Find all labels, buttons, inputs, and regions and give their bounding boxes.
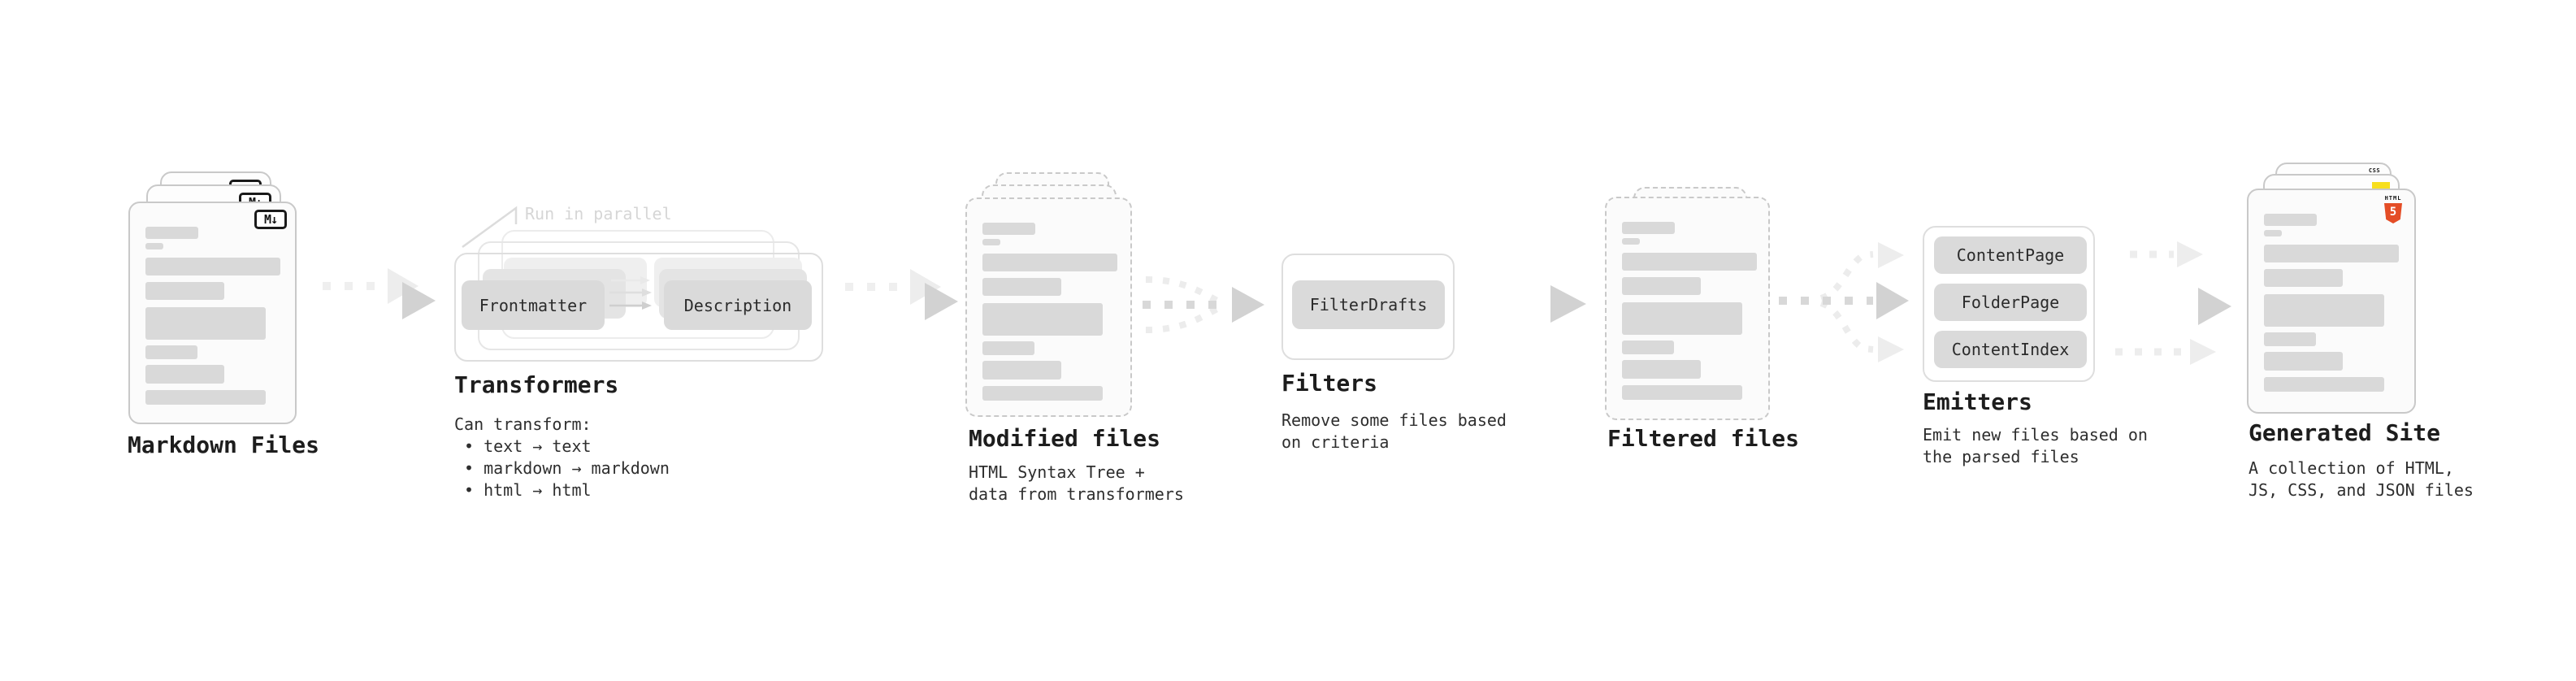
transformers-desc-heading: Can transform:	[454, 414, 592, 434]
emitters-container	[1923, 226, 2095, 382]
skeleton-bar	[1622, 302, 1742, 335]
transformers-bullet: • markdown → markdown	[464, 458, 670, 478]
run-in-parallel-callout-line	[462, 206, 518, 249]
skeleton-bar	[1622, 222, 1675, 234]
skeleton-bar	[1622, 238, 1640, 245]
run-in-parallel-note: Run in parallel	[525, 204, 672, 223]
skeleton-bar	[145, 243, 163, 249]
skeleton-bar	[982, 239, 1000, 245]
skeleton-bar	[145, 282, 224, 300]
stage-title-filtered-files: Filtered files	[1607, 425, 1800, 452]
skeleton-bar	[982, 223, 1035, 235]
skeleton-bar	[982, 341, 1034, 355]
arrow-modified-to-filters	[1143, 276, 1264, 333]
filters-container	[1281, 254, 1455, 360]
emitters-description: Emit new files based on the parsed files	[1923, 425, 2148, 466]
skeleton-bar	[982, 361, 1061, 380]
skeleton-bar	[1622, 277, 1701, 295]
folderpage-box: FolderPage	[1934, 284, 2087, 321]
arrow-filtered-to-emitters	[1779, 242, 1909, 362]
transformer-container-front	[454, 253, 823, 362]
arrow-markdown-to-transformers	[306, 268, 436, 319]
arrow-filters-to-filtered	[1471, 285, 1586, 323]
html5-logo: HTML 5	[2383, 195, 2403, 223]
markdown-file-card-front: M↓	[128, 202, 297, 424]
html5-logo-label: HTML	[2384, 195, 2402, 202]
skeleton-bar	[2264, 214, 2317, 226]
frontmatter-box: Frontmatter	[462, 280, 605, 330]
skeleton-bar	[1622, 340, 1674, 354]
stage-title-emitters: Emitters	[1923, 388, 2032, 415]
filterdrafts-box: FilterDrafts	[1292, 280, 1445, 329]
generated-html-card-front: HTML 5	[2247, 189, 2416, 414]
skeleton-bar	[145, 365, 224, 384]
stage-title-markdown-files: Markdown Files	[128, 432, 320, 458]
skeleton-bar	[982, 303, 1103, 336]
transformers-bullet: • text → text	[464, 436, 592, 456]
css-logo-label: CSS	[2368, 167, 2381, 174]
stage-title-filters: Filters	[1281, 370, 1378, 397]
skeleton-bar	[1622, 360, 1701, 379]
html5-logo-shield: 5	[2384, 203, 2402, 223]
description-box: Description	[664, 280, 812, 330]
skeleton-bar	[2264, 294, 2384, 327]
generated-site-description: A collection of HTML, JS, CSS, and JSON …	[2249, 458, 2474, 500]
transformers-bullet: • html → html	[464, 480, 592, 500]
skeleton-bar	[1622, 253, 1757, 271]
markdown-icon: M↓	[254, 210, 287, 229]
skeleton-bar	[145, 258, 280, 275]
modified-files-description: HTML Syntax Tree + data from transformer…	[969, 462, 1184, 504]
skeleton-bar	[145, 345, 197, 359]
modified-file-card-front	[965, 197, 1132, 417]
skeleton-bar	[145, 227, 198, 239]
skeleton-bar	[2264, 245, 2399, 262]
skeleton-bar	[145, 307, 266, 340]
skeleton-bar	[1622, 385, 1742, 400]
skeleton-bar	[2264, 377, 2384, 392]
skeleton-bar	[982, 386, 1103, 401]
stage-title-modified-files: Modified files	[969, 425, 1161, 452]
stage-title-transformers: Transformers	[454, 371, 619, 398]
skeleton-bar	[2264, 332, 2316, 346]
skeleton-bar	[982, 278, 1061, 296]
skeleton-bar	[2264, 269, 2343, 287]
filters-description: Remove some files based on criteria	[1281, 410, 1507, 452]
skeleton-bar	[2264, 352, 2343, 371]
arrow-emitters-to-generated	[2107, 241, 2231, 365]
filtered-file-card-front	[1605, 197, 1770, 420]
stage-title-generated-site: Generated Site	[2249, 419, 2441, 446]
contentindex-box: ContentIndex	[1934, 331, 2087, 368]
skeleton-bar	[145, 390, 266, 405]
skeleton-bar	[982, 254, 1117, 271]
arrow-transformers-to-modified	[829, 269, 958, 320]
transform-step-arrows	[609, 276, 652, 310]
skeleton-bar	[2264, 230, 2282, 236]
contentpage-box: ContentPage	[1934, 236, 2087, 274]
